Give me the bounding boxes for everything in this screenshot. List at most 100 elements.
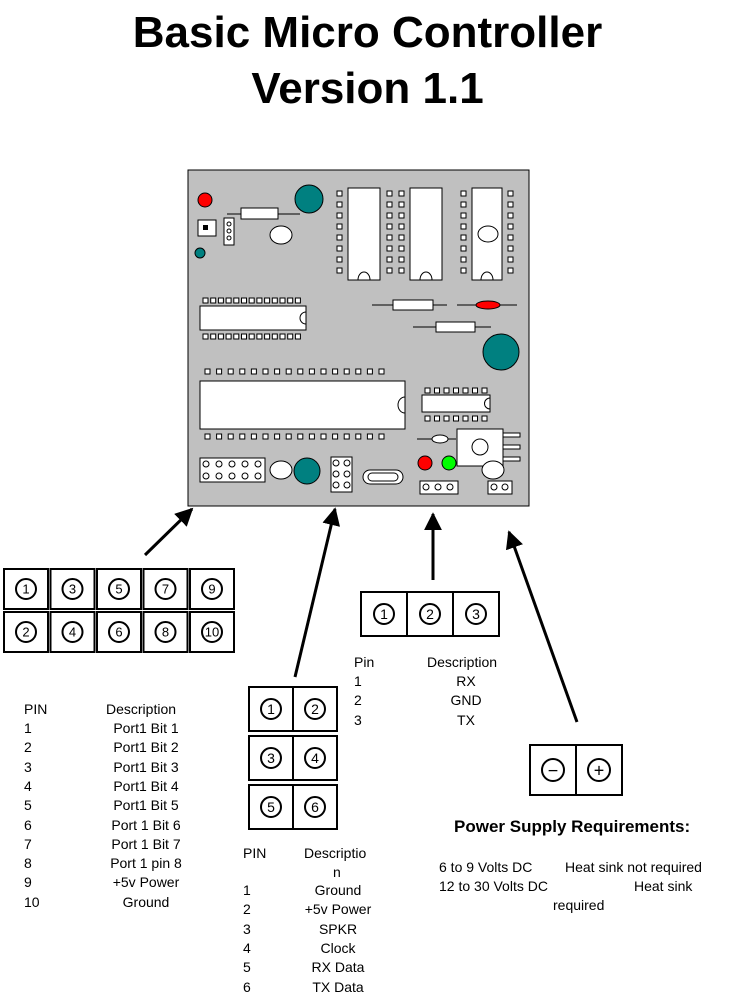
pin-number: 5 [115,582,122,597]
ic-chip-right [421,394,491,413]
table-row-pin: 1 [354,673,362,689]
table-row-description: TX Data [312,978,364,995]
pin-cell: 5 [248,784,294,830]
pin-number: 2 [311,701,319,717]
pin-number: 7 [162,582,169,597]
pin-cell: 1 [360,591,408,637]
power-line2-note-a: Heat sink [634,878,693,894]
green-led-icon [441,455,457,471]
pin-cell: 2 [3,611,49,653]
table-header-pin: PIN [243,845,267,861]
table-row-pin: 5 [243,959,251,976]
table-row-description: RX [456,673,476,689]
capacitor-icon [294,184,324,214]
pin-cell: 10 [189,611,235,653]
voltage-regulator-icon [456,428,504,467]
table-row-description: +5v Power [304,901,372,918]
power-connector-diagram: −+ [529,744,623,796]
table-row-pin: 7 [24,835,32,852]
power-plus-cell: + [575,744,623,796]
resistor-icon [435,321,476,333]
pin-number: 6 [115,625,122,640]
pin-number: 3 [472,606,480,622]
pin-cell: 2 [292,686,338,732]
pin-number: 10 [205,625,219,640]
table-row-description: Ground [314,882,362,898]
pin-number: 2 [22,625,29,640]
resistor-icon [392,299,434,311]
table-row-description: Port1 Bit 1 [113,720,179,736]
pin-cell: 4 [49,611,96,653]
table-row-description: Port 1 Bit 7 [111,835,181,852]
table-row-pin: 10 [24,893,40,910]
capacitor-icon [482,333,520,371]
pin-number: 8 [162,625,169,640]
table-row-description: TX [457,711,475,728]
table-row-pin: 8 [24,855,32,872]
connector-10pin-diagram: 1 2 3 4 5 6 7 8 9 10 [3,568,235,653]
title-line1: Basic Micro Controller [132,8,603,57]
pin-number: 3 [69,582,76,597]
arrow-6pin [293,507,341,678]
circuit-board [187,169,530,507]
arrow-10pin [143,507,194,557]
pin-cell: 5 [96,568,142,610]
pin-number: 9 [208,582,215,597]
table-row-description: GND [450,692,482,709]
table-row-pin: 4 [24,777,32,794]
pin-cell: 8 [142,611,189,653]
pin-cell: 3 [49,568,96,610]
pin-number: 6 [311,799,319,815]
table-row-pin: 1 [24,720,32,736]
table-row-pin: 6 [243,978,251,995]
table-header-description: Description [427,654,498,670]
table-row-description: Port1 Bit 5 [113,797,179,814]
table-row-pin: 1 [243,882,251,898]
power-line1-note: Heat sink not required [565,859,702,875]
table-row-description: Clock [320,939,356,956]
pin-cell: 7 [142,568,189,610]
table-row-pin: 2 [243,901,251,918]
power-minus-cell: − [529,744,577,796]
pin-number: 2 [426,606,434,622]
pin-number: 4 [311,750,319,766]
dip-socket-1 [347,187,381,281]
pin-cell: 2 [406,591,454,637]
capacitor-icon [293,457,321,485]
red-led-icon [417,455,433,471]
table-row-pin: 4 [243,939,251,956]
table-header-pin: PIN [24,701,48,717]
table-header-pin: Pin [354,654,375,670]
table-row-description: Port 1 pin 8 [110,855,182,872]
table-row-pin: 3 [243,920,251,937]
diode-icon [475,300,501,310]
pin-cell: 1 [3,568,49,610]
ic-chip-small [199,305,307,331]
table-row-pin: 9 [24,874,32,891]
pin-number: 1 [267,701,275,717]
table-row-description: Port1 Bit 2 [113,739,179,756]
power-line1-volts: 6 to 9 Volts DC [439,859,533,875]
table-row-pin: 6 [24,816,32,833]
pin-cell: 6 [292,784,338,830]
pin-number: 1 [22,582,29,597]
pin-cell: 9 [189,568,235,610]
table-row-description: +5v Power [112,874,180,891]
table-row-pin: 3 [24,758,32,775]
table-row-pin: 2 [354,692,362,709]
table-row-description: Port1 Bit 4 [113,777,179,794]
table-row-description: Ground [122,893,170,910]
dip-socket-2 [409,187,443,281]
power-supply-title: Power Supply Requirements: [454,817,691,836]
pin-cell: 4 [292,735,338,781]
connector-3pin-diagram: 1 2 3 [360,591,500,637]
table-row-description: RX Data [311,959,365,976]
header-10pin-board [199,457,266,483]
pin-number: 5 [267,799,275,815]
table-header-description: Descriptio [304,845,367,861]
power-line2-note-b: required [553,897,605,913]
arrow-power [505,530,579,723]
table-row-description: Port1 Bit 3 [113,758,179,775]
